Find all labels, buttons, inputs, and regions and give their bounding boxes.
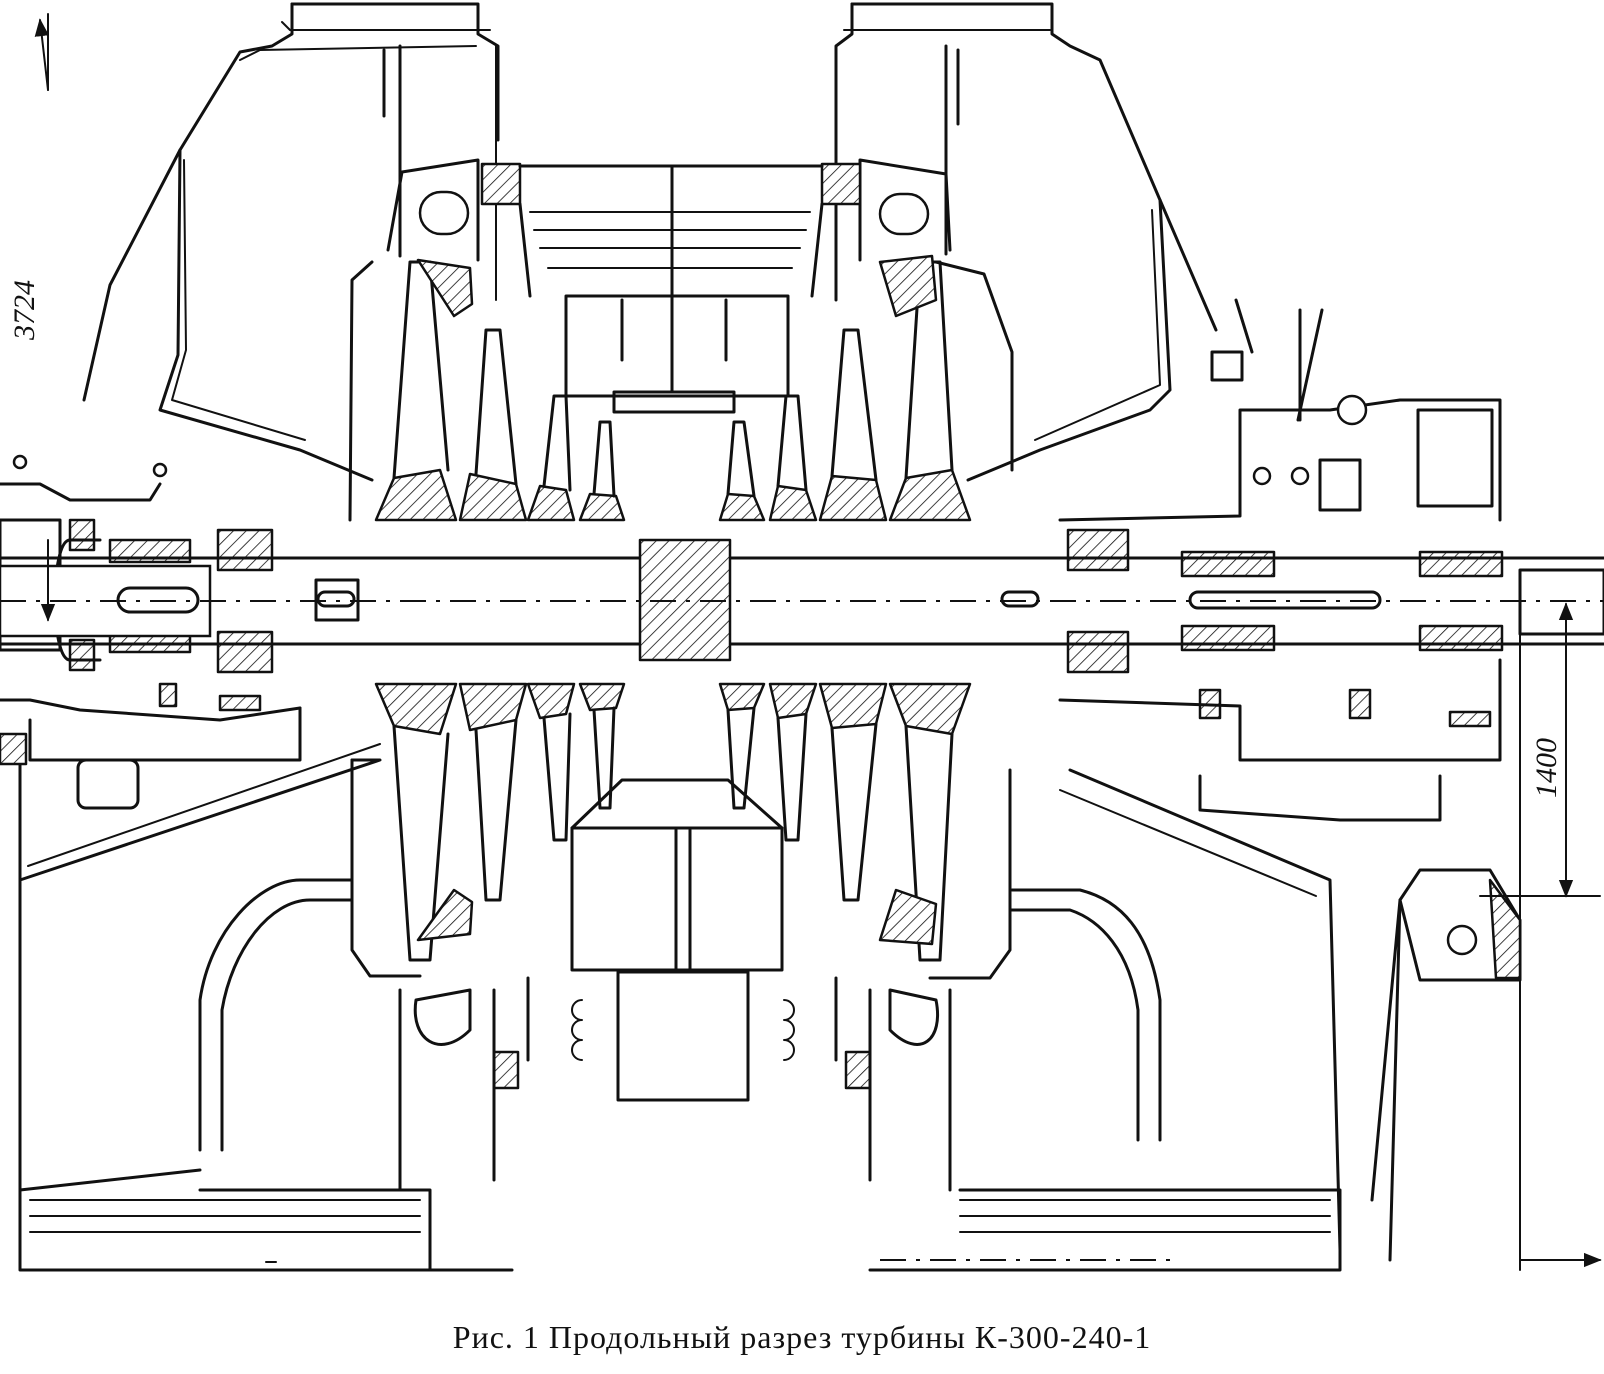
left-lower-exhaust [18,743,514,1272]
figure-caption: Рис. 1 Продольный разрез турбины К-300-2… [452,1318,1152,1355]
axis-height-dimension-label: 1400 [1530,738,1563,798]
central-inlet-duct [480,162,862,414]
central-lower-duct [492,778,872,1182]
overall-height-dimension-label: 3724 [8,280,41,341]
rotor-shaft [0,538,1604,662]
right-exhaust-hood [834,2,1218,482]
right-rotor-discs [718,254,972,962]
turbine-cross-section-drawing: 3724 1400 [0,2,1604,1272]
left-rotor-discs [374,258,626,962]
dimension-lines: 3724 1400 [8,13,1602,1271]
right-bearing-and-governor [1058,298,1504,822]
right-lower-exhaust [868,768,1522,1272]
left-exhaust-hood [82,2,500,522]
